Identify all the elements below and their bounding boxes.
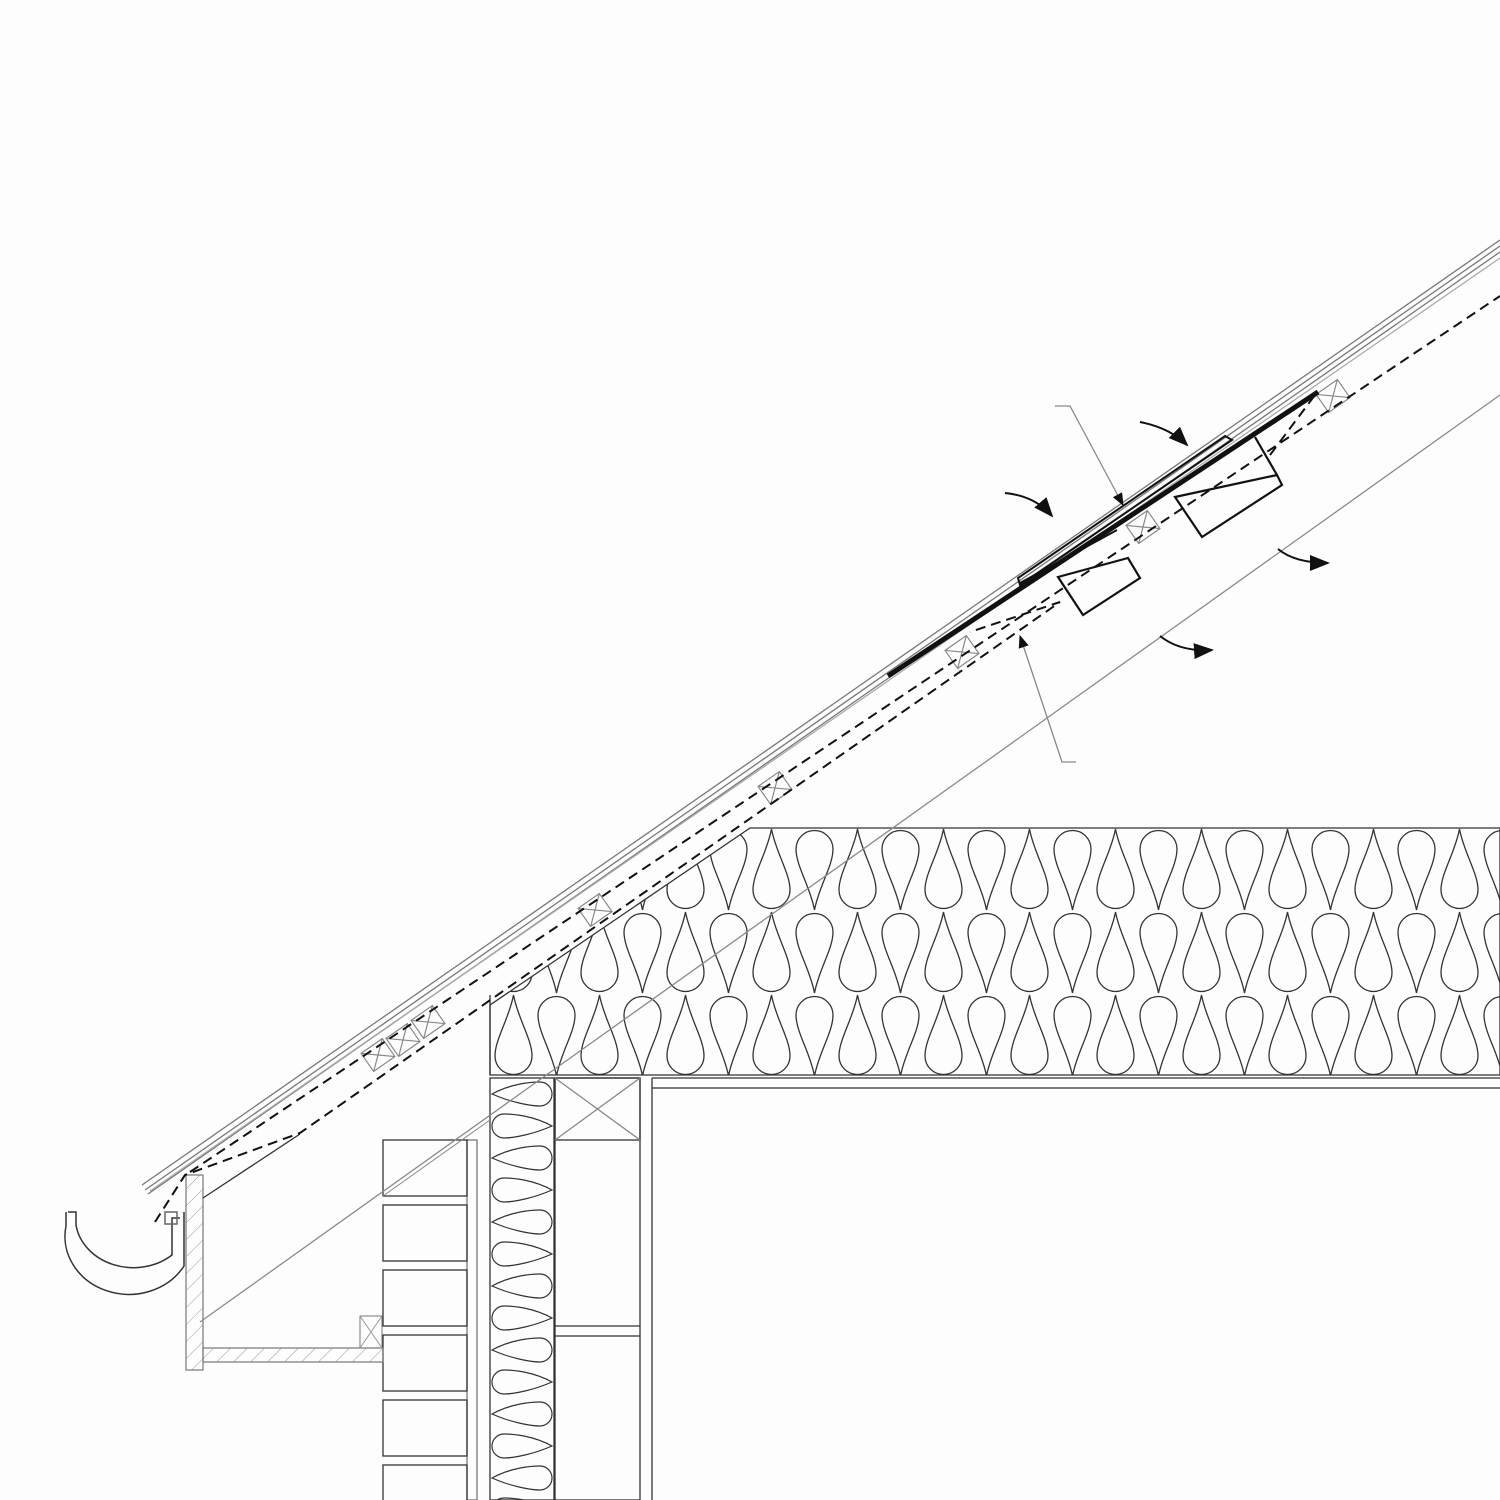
batten <box>1315 378 1351 414</box>
ceiling-board <box>652 1077 1500 1089</box>
eave-bracket-line <box>202 1133 301 1199</box>
underlay-membrane <box>154 295 1500 1223</box>
fascia-board <box>185 1174 204 1371</box>
batten <box>410 1004 446 1040</box>
airflow-arrow-in-2 <box>1139 421 1189 447</box>
airflow-arrow-out-1 <box>1277 548 1330 571</box>
wall-insulation <box>489 1077 555 1500</box>
wall-stud <box>554 1077 653 1500</box>
batten <box>385 1022 421 1058</box>
airflow-arrow-out-2 <box>1159 635 1214 660</box>
leader-line-membrane <box>1018 634 1076 763</box>
batten <box>757 770 793 806</box>
leader-line-vent-tile <box>1055 405 1124 507</box>
airflow-arrows <box>1004 421 1330 660</box>
wall-plate-line <box>382 1119 491 1197</box>
roof-tiles <box>141 239 1500 1195</box>
batten <box>944 634 980 670</box>
brick-cladding <box>382 1139 478 1500</box>
airflow-arrow-in-1 <box>1004 492 1054 518</box>
vent-tile <box>886 389 1320 679</box>
rafter-line <box>199 394 1500 1323</box>
battens <box>360 378 1351 1073</box>
leader-lines <box>1018 405 1124 763</box>
gutter <box>64 1211 185 1296</box>
soffit <box>202 1315 384 1363</box>
roof-insulation <box>489 827 1500 1076</box>
